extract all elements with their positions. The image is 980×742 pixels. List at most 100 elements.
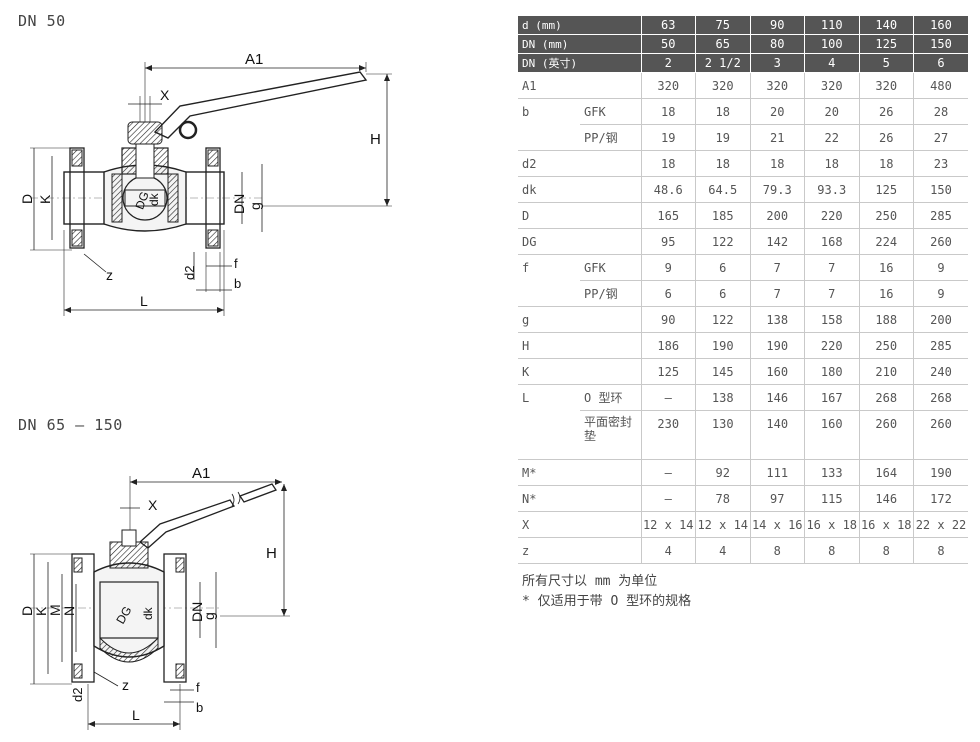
row-value: 188 bbox=[858, 306, 914, 333]
row-value: 145 bbox=[695, 358, 750, 385]
row-value: 18 bbox=[858, 150, 914, 177]
row-value: 9 bbox=[913, 280, 968, 307]
dim-label-dk-2: dk bbox=[141, 606, 155, 620]
row-value: 16 x 18 bbox=[804, 511, 859, 538]
row-value: 64.5 bbox=[695, 176, 750, 203]
row-value: 27 bbox=[913, 124, 968, 151]
row-value: 320 bbox=[749, 72, 805, 99]
row-value: – bbox=[640, 485, 696, 512]
row-label: DG bbox=[518, 228, 580, 255]
row-value: 200 bbox=[913, 306, 968, 333]
header-value: 100 bbox=[804, 34, 859, 54]
row-value: 18 bbox=[640, 150, 696, 177]
row-value: 160 bbox=[804, 410, 859, 460]
row-value: 250 bbox=[858, 202, 914, 229]
row-value: 90 bbox=[640, 306, 696, 333]
row-value: 168 bbox=[804, 228, 859, 255]
row-value: 12 x 14 bbox=[695, 511, 750, 538]
row-value: 185 bbox=[695, 202, 750, 229]
row-value: 130 bbox=[695, 410, 750, 460]
row-label: g bbox=[518, 306, 580, 333]
notes: 所有尺寸以 mm 为单位 * 仅适用于带 O 型环的规格 bbox=[522, 572, 691, 612]
header-value: 2 bbox=[640, 53, 696, 73]
row-sublabel bbox=[580, 485, 641, 512]
row-sublabel bbox=[580, 176, 641, 203]
row-value: 4 bbox=[640, 537, 696, 564]
header-value: 4 bbox=[804, 53, 859, 73]
header-label: DN (英寸) bbox=[518, 53, 641, 73]
row-value: 320 bbox=[804, 72, 859, 99]
row-value: 93.3 bbox=[804, 176, 859, 203]
valve-drawing-dn65-150: A1 X H D K M N DG dk DN g z d2 f b L bbox=[19, 465, 290, 730]
row-label: N* bbox=[518, 485, 580, 512]
header-value: 65 bbox=[695, 34, 750, 54]
row-sublabel bbox=[580, 511, 641, 538]
row-value: 138 bbox=[749, 306, 805, 333]
row-value: 20 bbox=[749, 98, 805, 125]
row-value: – bbox=[640, 459, 696, 486]
header-value: 5 bbox=[858, 53, 914, 73]
dim-label-a1-2: A1 bbox=[192, 465, 210, 482]
dim-label-f: f bbox=[234, 256, 238, 271]
row-value: 146 bbox=[749, 384, 805, 411]
dim-label-g-2: g bbox=[201, 612, 217, 620]
row-sublabel bbox=[580, 202, 641, 229]
header-value: 2 1/2 bbox=[695, 53, 750, 73]
header-value: 125 bbox=[858, 34, 914, 54]
row-label: M* bbox=[518, 459, 580, 486]
row-value: 97 bbox=[749, 485, 805, 512]
row-sublabel: PP/钢 bbox=[580, 124, 641, 151]
row-value: 26 bbox=[858, 98, 914, 125]
row-value: 7 bbox=[804, 280, 859, 307]
dim-label-f-2: f bbox=[196, 680, 200, 695]
row-value: 19 bbox=[640, 124, 696, 151]
dim-label-a1: A1 bbox=[245, 51, 263, 68]
row-value: 190 bbox=[695, 332, 750, 359]
header-value: 160 bbox=[913, 16, 968, 35]
row-sublabel: O 型环 bbox=[580, 384, 641, 411]
dim-label-b-2: b bbox=[196, 700, 203, 715]
footnote: * 仅适用于带 O 型环的规格 bbox=[522, 594, 692, 609]
row-value: 480 bbox=[913, 72, 968, 99]
row-sublabel: GFK bbox=[580, 254, 641, 281]
dim-label-d-2: D bbox=[19, 606, 35, 616]
row-value: 268 bbox=[913, 384, 968, 411]
row-sublabel: PP/钢 bbox=[580, 280, 641, 307]
dim-label-x: X bbox=[160, 87, 170, 103]
row-value: 320 bbox=[858, 72, 914, 99]
row-value: 122 bbox=[695, 228, 750, 255]
section-label-dn65-150: DN 65 – 150 bbox=[18, 416, 123, 434]
row-label: X bbox=[518, 511, 580, 538]
row-value: 14 x 16 bbox=[749, 511, 805, 538]
row-value: 142 bbox=[749, 228, 805, 255]
header-label: DN (mm) bbox=[518, 34, 641, 54]
row-value: 125 bbox=[858, 176, 914, 203]
row-value: 18 bbox=[804, 150, 859, 177]
row-value: – bbox=[640, 384, 696, 411]
row-sublabel: 平面密封垫 bbox=[580, 410, 641, 460]
row-value: 240 bbox=[913, 358, 968, 385]
row-label: A1 bbox=[518, 72, 580, 99]
row-label: b bbox=[522, 104, 530, 119]
row-sublabel: GFK bbox=[580, 98, 641, 125]
valve-drawing-dn50: A1 X H D K DG dk DN g z d2 f b L bbox=[19, 51, 392, 316]
dim-label-dn: DN bbox=[231, 194, 247, 214]
header-value: 90 bbox=[749, 16, 805, 35]
row-value: 190 bbox=[749, 332, 805, 359]
row-value: 23 bbox=[913, 150, 968, 177]
row-label: H bbox=[518, 332, 580, 359]
dim-label-d: D bbox=[19, 194, 35, 204]
row-label bbox=[518, 280, 580, 307]
row-value: 164 bbox=[858, 459, 914, 486]
row-value: 7 bbox=[804, 254, 859, 281]
header-value: 63 bbox=[640, 16, 696, 35]
header-value: 75 bbox=[695, 16, 750, 35]
row-value: 6 bbox=[695, 254, 750, 281]
row-value: 21 bbox=[749, 124, 805, 151]
row-value: 7 bbox=[749, 280, 805, 307]
